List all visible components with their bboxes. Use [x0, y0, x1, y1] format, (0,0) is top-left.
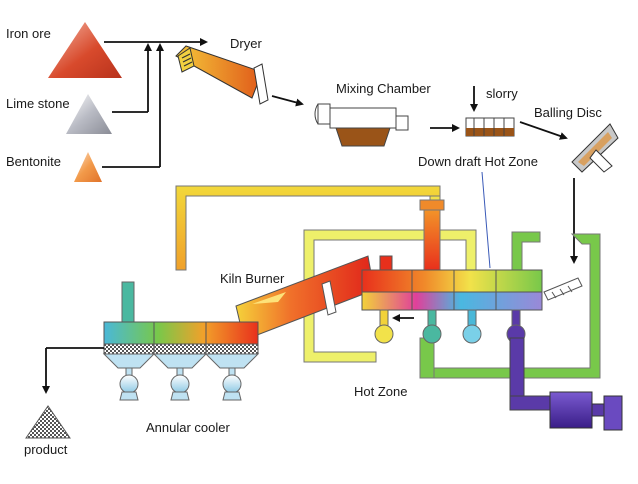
- balling-disc-label: Balling Disc: [534, 105, 602, 120]
- annular-cooler-label: Annular cooler: [146, 420, 230, 435]
- down-draft-pointer: [481, 171, 491, 269]
- iron-ore-label: Iron ore: [6, 26, 51, 41]
- hood-duct-loop: [303, 229, 477, 363]
- hot-zone-label: Hot Zone: [354, 384, 407, 399]
- grate-hood: [361, 255, 543, 311]
- dryer-to-mixer-arrow: [271, 95, 304, 107]
- mixing-chamber-label: Mixing Chamber: [336, 81, 431, 96]
- dryer-label: Dryer: [230, 36, 262, 51]
- dryer: [175, 45, 269, 105]
- feed-lines: [102, 38, 208, 168]
- hot-vertical-duct: [419, 199, 445, 271]
- cooler-blowers: [119, 367, 242, 401]
- slorry-tank: [465, 117, 515, 137]
- down-draft-hot-zone-label: Down draft Hot Zone: [418, 154, 538, 169]
- annular-cooler: [102, 281, 260, 369]
- balling-disc: [571, 123, 619, 173]
- lime-stone-pile: [66, 94, 112, 134]
- product-pile: [25, 405, 71, 439]
- product-label: product: [24, 442, 68, 457]
- kiln-burner-label: Kiln Burner: [220, 271, 285, 286]
- product-discharge-line: [42, 347, 104, 394]
- pellet-conveyor: [543, 277, 583, 301]
- tank-to-disc-arrow: [519, 121, 568, 140]
- bentonite-pile: [74, 152, 102, 182]
- slorry-label: slorry: [486, 86, 518, 101]
- lime-stone-label: Lime stone: [6, 96, 70, 111]
- green-exhaust-duct: [419, 231, 601, 379]
- bentonite-label: Bentonite: [6, 154, 61, 169]
- exhaust-fan: [549, 391, 623, 431]
- mixing-chamber: [314, 103, 409, 147]
- windboxes: [374, 309, 526, 344]
- purple-exhaust-duct: [509, 337, 553, 411]
- iron-ore-pile: [48, 22, 122, 78]
